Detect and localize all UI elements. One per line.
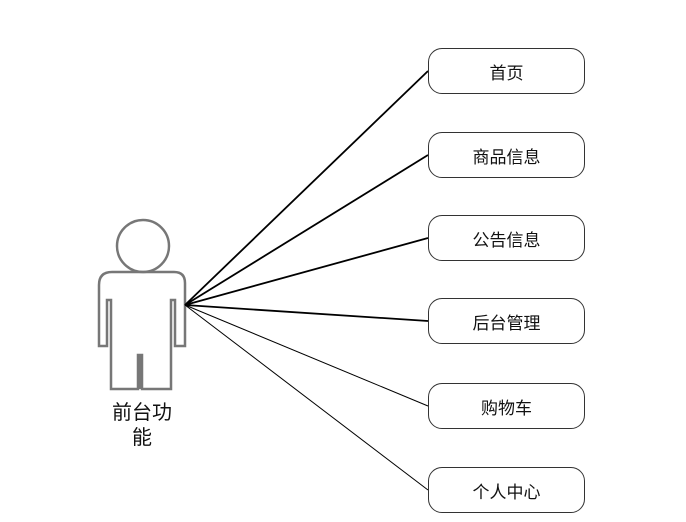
association-line [184,304,429,407]
association-line [184,304,429,322]
usecase-personal-center[interactable]: 个人中心 [428,467,585,513]
association-line [184,304,429,491]
association-line [184,237,429,306]
usecase-admin[interactable]: 后台管理 [428,298,585,344]
actor-figure [97,218,187,391]
actor-label-line-1: 前台功 [112,400,172,424]
usecase-notice-info[interactable]: 公告信息 [428,215,585,261]
actor-label-line-2: 能 [132,425,152,449]
association-line [184,70,429,306]
actor-head [115,218,171,274]
usecase-product-info[interactable]: 商品信息 [428,132,585,178]
usecase-cart[interactable]: 购物车 [428,383,585,429]
actor-label: 前台功 能 [100,400,184,450]
actor-body [97,270,187,391]
association-line [184,154,429,306]
usecase-home[interactable]: 首页 [428,48,585,94]
association-lines [184,70,429,491]
